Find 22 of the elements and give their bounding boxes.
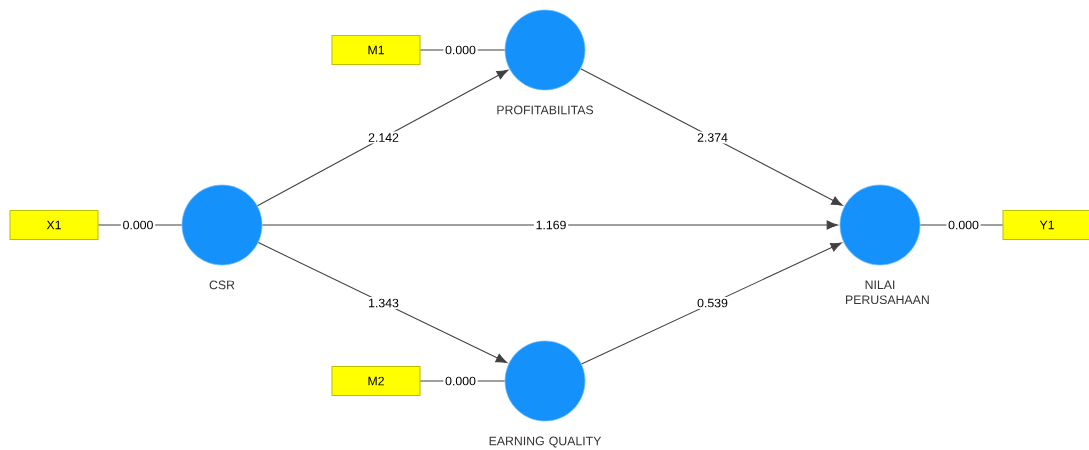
arrow [257, 242, 508, 364]
path-coefficient: 2.374 [695, 131, 730, 144]
node-label: PROFITABILITAS [497, 105, 594, 115]
path-coefficient: 0.000 [120, 218, 156, 232]
node-label: EARNING QUALITY [489, 436, 602, 448]
path-coefficient: 2.142 [366, 131, 401, 144]
path-coefficient: 0.000 [443, 374, 478, 388]
path-coefficient: 0.000 [946, 218, 981, 232]
arrow [256, 69, 509, 207]
path-coefficient: 0.539 [695, 296, 730, 310]
path-coefficient: 1.343 [366, 296, 401, 310]
indicator-box: M1 [331, 34, 421, 66]
path-coefficient: 1.169 [533, 218, 569, 232]
indicator-box: X1 [9, 210, 99, 241]
indicator-box: Y1 [1002, 210, 1089, 241]
node-label: NILAI PERUSAHAAN [846, 280, 929, 305]
node-label: CSR [209, 280, 235, 290]
indicator-box: M2 [331, 366, 421, 397]
arrow [581, 242, 843, 365]
path-coefficient: 0.000 [443, 43, 478, 57]
arrow [580, 68, 843, 206]
arrow [261, 220, 839, 230]
